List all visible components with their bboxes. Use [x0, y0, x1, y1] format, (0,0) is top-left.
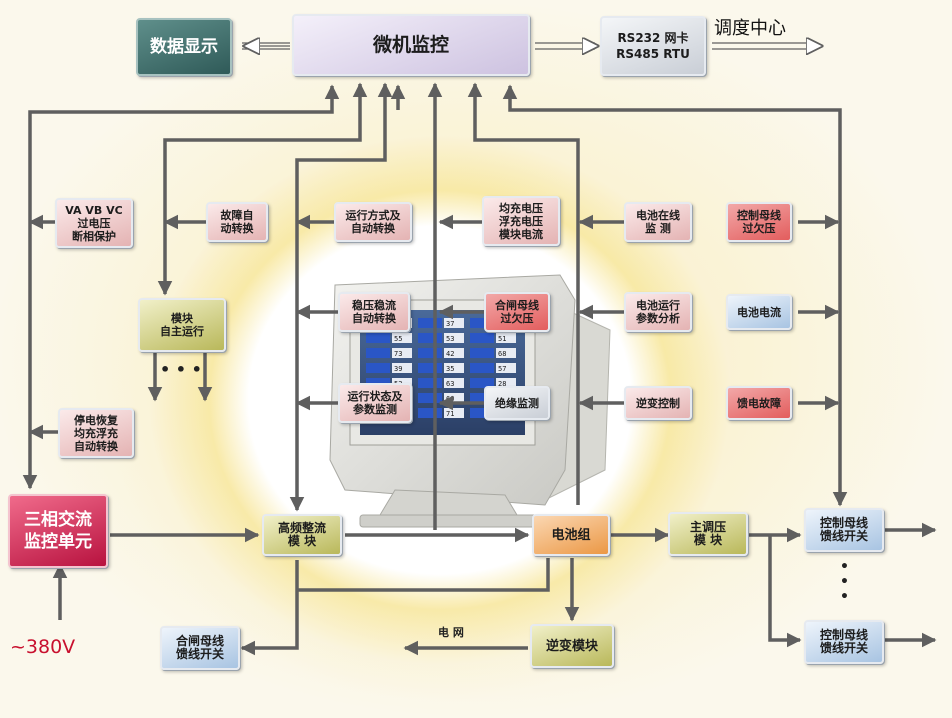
screen-value-text: 57 — [498, 365, 506, 373]
battery-current-label: 电池电流 — [737, 305, 781, 319]
screen-value-text: 51 — [498, 335, 506, 343]
ctrl-feeder-switch-1-label: 控制母线 馈线开关 — [819, 516, 868, 543]
close-bus-overvoltage-box: 合闸母线 过欠压 — [484, 292, 550, 332]
screen-cell — [470, 408, 494, 418]
screen-value-text: 28 — [498, 380, 506, 388]
screen-value — [392, 348, 412, 358]
comm-line-1: RS232 网卡 — [617, 31, 689, 45]
battery-group-label: 电池组 — [551, 527, 591, 543]
module-auto-box: 模块 自主运行 — [138, 298, 226, 352]
data-display-label: 数据显示 — [150, 36, 218, 57]
run-status-box: 运行状态及 参数监测 — [338, 383, 412, 423]
regulate-switch-box: 稳压稳流 自动转换 — [338, 292, 410, 332]
battery-current-box: 电池电流 — [726, 294, 792, 330]
screen-cell — [418, 363, 442, 373]
inverter-control-label: 逆变控制 — [636, 396, 680, 410]
main-regulator-label: 主调压 模 块 — [689, 520, 726, 547]
voltage-protect-box: VA VB VC 过电压 断相保护 — [55, 198, 133, 248]
screen-value — [444, 333, 464, 343]
battery-online-box: 电池在线 监 测 — [624, 202, 692, 242]
feeder-fault-box: 馈电故障 — [726, 386, 792, 420]
screen-value — [444, 318, 464, 328]
screen-cell — [470, 378, 494, 388]
module-auto-label: 模块 自主运行 — [160, 312, 204, 338]
inverter-module-label: 逆变模块 — [545, 638, 598, 654]
ctrl-bus-overvoltage-label: 控制母线 过欠压 — [737, 209, 781, 235]
battery-online-label: 电池在线 监 测 — [636, 209, 680, 235]
feeder-dots: • • • — [840, 559, 849, 605]
screen-cell — [470, 363, 494, 373]
equalize-voltage-label: 均充电压 浮充电压 模块电流 — [499, 201, 543, 241]
power-fail-recovery-box: 停电恢复 均充浮充 自动转换 — [58, 408, 134, 458]
microcomputer-monitor-label: 微机监控 — [372, 33, 449, 56]
screen-value-text: 55 — [394, 335, 402, 343]
screen-value — [444, 393, 464, 403]
screen-value — [392, 363, 412, 373]
screen-value-text: 53 — [446, 335, 454, 343]
hf-rectifier-label: 高频整流 模 块 — [277, 521, 326, 548]
run-mode-label: 运行方式及 自动转换 — [345, 209, 401, 235]
input-voltage-label: ~380V — [10, 636, 76, 658]
screen-value-text: 35 — [446, 365, 454, 373]
screen-cell — [418, 393, 442, 403]
inverter-module-box: 逆变模块 — [530, 624, 614, 668]
close-feeder-switch-box: 合闸母线 馈线开关 — [160, 626, 240, 670]
screen-cell — [418, 333, 442, 343]
fault-switch-label: 故障自 动转换 — [220, 209, 254, 235]
screen-value-text: 71 — [446, 410, 454, 418]
screen-value-text: 42 — [446, 350, 454, 358]
inverter-control-box: 逆变控制 — [624, 386, 692, 420]
voltage-protect-label: VA VB VC 过电压 断相保护 — [65, 203, 123, 243]
grid-label: 电 网 — [438, 626, 464, 639]
power-fail-recovery-label: 停电恢复 均充浮充 自动转换 — [74, 413, 118, 453]
screen-value — [444, 408, 464, 418]
comm-line-2: RS485 RTU — [616, 47, 690, 61]
comm-interface-box: RS232 网卡 RS485 RTU — [600, 16, 706, 76]
screen-cell — [470, 393, 494, 403]
main-regulator-box: 主调压 模 块 — [668, 512, 748, 556]
hf-rectifier-box: 高频整流 模 块 — [262, 514, 342, 556]
battery-run-label: 电池运行 参数分析 — [636, 299, 680, 325]
screen-value-text: 39 — [394, 365, 402, 373]
ctrl-feeder-switch-2-box: 控制母线 馈线开关 — [804, 620, 884, 664]
fault-switch-box: 故障自 动转换 — [206, 202, 268, 242]
screen-cell — [418, 318, 442, 328]
insulation-monitor-label: 绝缘监测 — [495, 396, 539, 410]
three-phase-monitor-label: 三相交流 监控单元 — [24, 510, 92, 552]
insulation-monitor-box: 绝缘监测 — [484, 386, 550, 420]
screen-value — [392, 333, 412, 343]
screen-cell — [418, 378, 442, 388]
battery-group-box: 电池组 — [532, 514, 610, 556]
screen-value-text: 73 — [394, 350, 402, 358]
equalize-voltage-box: 均充电压 浮充电压 模块电流 — [482, 196, 560, 246]
screen-cell — [418, 348, 442, 358]
run-mode-box: 运行方式及 自动转换 — [334, 202, 412, 242]
screen-cell — [470, 333, 494, 343]
screen-value — [444, 348, 464, 358]
battery-run-box: 电池运行 参数分析 — [624, 292, 692, 332]
screen-cell — [470, 318, 494, 328]
screen-value — [444, 363, 464, 373]
ctrl-bus-overvoltage-box: 控制母线 过欠压 — [726, 202, 792, 242]
ctrl-feeder-switch-2-label: 控制母线 馈线开关 — [819, 628, 868, 655]
microcomputer-monitor-box: 微机监控 — [292, 14, 530, 76]
close-bus-overvoltage-label: 合闸母线 过欠压 — [495, 299, 539, 325]
screen-value-text: 68 — [498, 350, 506, 358]
close-feeder-switch-label: 合闸母线 馈线开关 — [175, 634, 224, 661]
data-display-box: 数据显示 — [136, 18, 232, 76]
ctrl-feeder-switch-1-box: 控制母线 馈线开关 — [804, 508, 884, 552]
module-dots: • • • — [160, 360, 202, 379]
run-status-label: 运行状态及 参数监测 — [347, 390, 403, 416]
regulate-switch-label: 稳压稳流 自动转换 — [352, 299, 396, 325]
feeder-fault-label: 馈电故障 — [737, 396, 781, 410]
screen-value-text: 37 — [446, 320, 454, 328]
screen-value — [444, 378, 464, 388]
screen-value-text: 63 — [446, 380, 454, 388]
screen-cell — [418, 408, 442, 418]
screen-cell — [470, 348, 494, 358]
three-phase-monitor-box: 三相交流 监控单元 — [8, 494, 108, 568]
dispatch-center-label: 调度中心 — [714, 18, 786, 39]
